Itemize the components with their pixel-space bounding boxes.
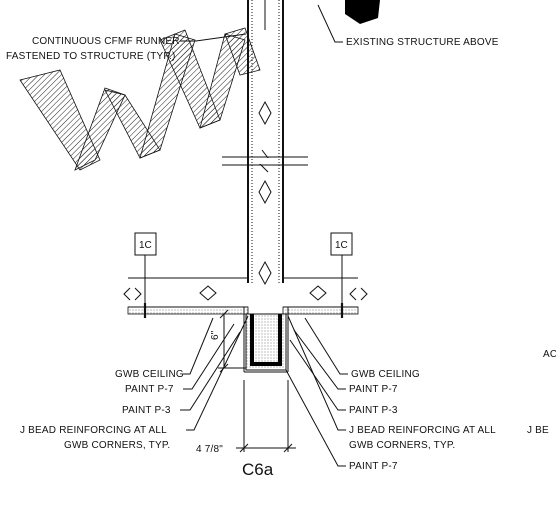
left-jbead-line1: J BEAD REINFORCING AT ALL <box>20 425 167 436</box>
left-gwb-ceiling: GWB CEILING <box>115 369 184 380</box>
left-callouts: GWB CEILING PAINT P-7 PAINT P-3 J BEAD R… <box>20 315 249 451</box>
break-line <box>222 149 308 173</box>
ref-tag-right-label: 1C <box>335 240 348 251</box>
dim-vertical: 6" <box>210 309 246 373</box>
dim-width: 4 7/8" <box>196 380 296 455</box>
runner-label-line2: FASTENED TO STRUCTURE (TYP.) <box>6 51 176 62</box>
dim-6-label: 6" <box>210 330 221 340</box>
right-callouts: GWB CEILING PAINT P-7 PAINT P-3 J BEAD R… <box>285 315 496 472</box>
edge-fragment-jb: J BE <box>527 425 549 436</box>
soffit-box <box>243 307 289 373</box>
left-paint-p7: PAINT P-7 <box>125 384 174 395</box>
right-paint-p7: PAINT P-7 <box>349 384 398 395</box>
ref-tag-left: 1C <box>134 232 157 256</box>
diamond-symbols <box>258 100 272 286</box>
ref-tag-right: 1C <box>330 232 353 256</box>
runner-label-line1: CONTINUOUS CFMF RUNNER <box>32 36 180 47</box>
right-gwb-ceiling: GWB CEILING <box>351 369 420 380</box>
edge-fragment-ac: AC <box>543 349 556 360</box>
existing-structure-leader <box>317 4 343 43</box>
dim-width-label: 4 7/8" <box>196 444 223 455</box>
left-paint-p3: PAINT P-3 <box>122 405 171 416</box>
right-jbead-line2: GWB CORNERS, TYP. <box>349 440 455 451</box>
vertical-stud-column <box>247 0 284 283</box>
ceiling-assembly <box>123 255 368 318</box>
existing-structure-label: EXISTING STRUCTURE ABOVE <box>346 37 499 48</box>
right-jbead-line1: J BEAD REINFORCING AT ALL <box>349 425 496 436</box>
bottom-paint-p7: PAINT P-7 <box>349 461 398 472</box>
runner-leader <box>180 33 247 42</box>
watermark <box>19 27 261 171</box>
ref-tag-left-label: 1C <box>139 240 152 251</box>
right-paint-p3: PAINT P-3 <box>349 405 398 416</box>
detail-id: C6a <box>242 460 274 479</box>
watermark-dot <box>345 0 380 24</box>
left-jbead-line2: GWB CORNERS, TYP. <box>64 440 170 451</box>
